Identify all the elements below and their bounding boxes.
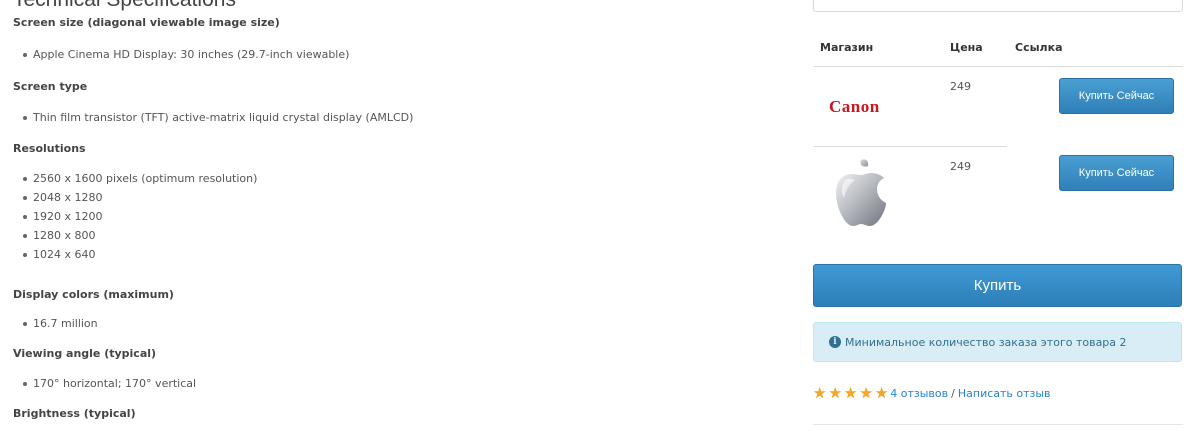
spec-screen-type-list: Thin film transistor (TFT) active-matrix… (0, 111, 413, 130)
reviews-count-link[interactable]: 4 отзывов (890, 387, 949, 400)
info-icon: i (829, 336, 841, 348)
top-input-box[interactable] (813, 0, 1183, 12)
spec-display-colors-title: Display colors (maximum) (13, 288, 174, 301)
spec-item: Apple Cinema HD Display: 30 inches (29.7… (0, 48, 349, 67)
min-order-alert: i Минимальное количество заказа этого то… (813, 322, 1182, 362)
spec-display-colors-list: 16.7 million (0, 317, 98, 336)
spec-viewing-angle-title: Viewing angle (typical) (13, 347, 157, 360)
bottom-divider (813, 424, 1183, 425)
spec-item: Thin film transistor (TFT) active-matrix… (0, 111, 413, 130)
star-icon: ★ (828, 384, 842, 402)
price-column-header: Цена (950, 41, 983, 54)
star-icon: ★ (813, 384, 827, 402)
canon-logo[interactable]: Canon (829, 97, 880, 116)
star-icon: ★ (843, 384, 858, 402)
write-review-link[interactable]: Написать отзыв (957, 387, 1051, 400)
purchase-panel: Магазин Цена Ссылка Canon 249 Купить Сей… (813, 0, 1183, 431)
spec-screen-size-list: Apple Cinema HD Display: 30 inches (29.7… (0, 48, 349, 67)
apple-logo-icon[interactable] (833, 158, 889, 230)
star-icon: ★ (859, 384, 873, 402)
row-divider (813, 146, 1007, 147)
link-column-header: Ссылка (1015, 41, 1063, 54)
spec-item: 1024 x 640 (0, 248, 257, 267)
spec-item: 170° horizontal; 170° vertical (0, 377, 196, 396)
store-price: 249 (950, 160, 971, 173)
spec-resolutions-title: Resolutions (13, 142, 86, 155)
min-order-text: Минимальное количество заказа этого това… (845, 335, 1127, 349)
buy-now-button-canon[interactable]: Купить Сейчас (1059, 78, 1174, 114)
store-price: 249 (950, 80, 971, 93)
store-column-header: Магазин (820, 41, 874, 54)
spec-screen-size-title: Screen size (diagonal viewable image siz… (13, 16, 280, 29)
spec-viewing-angle-list: 170° horizontal; 170° vertical (0, 377, 196, 396)
page-heading: Technical Specifications (13, 0, 236, 12)
spec-item: 2560 x 1600 pixels (optimum resolution) (0, 172, 257, 191)
spec-item: 1920 x 1200 (0, 210, 257, 229)
table-divider (813, 66, 1183, 67)
rating-row: ★ ★ ★ ★ ★ 4 отзывов / Написать отзыв (813, 386, 1051, 401)
star-icon: ★ (874, 384, 889, 402)
spec-item: 1280 x 800 (0, 229, 257, 248)
spec-brightness-title: Brightness (typical) (13, 407, 136, 420)
buy-now-button-apple[interactable]: Купить Сейчас (1059, 155, 1174, 191)
spec-screen-type-title: Screen type (13, 80, 88, 93)
buy-button[interactable]: Купить (813, 264, 1182, 307)
spec-item: 16.7 million (0, 317, 98, 336)
spec-resolutions-list: 2560 x 1600 pixels (optimum resolution) … (0, 172, 257, 267)
spec-item: 2048 x 1280 (0, 191, 257, 210)
link-separator: / (951, 387, 955, 400)
